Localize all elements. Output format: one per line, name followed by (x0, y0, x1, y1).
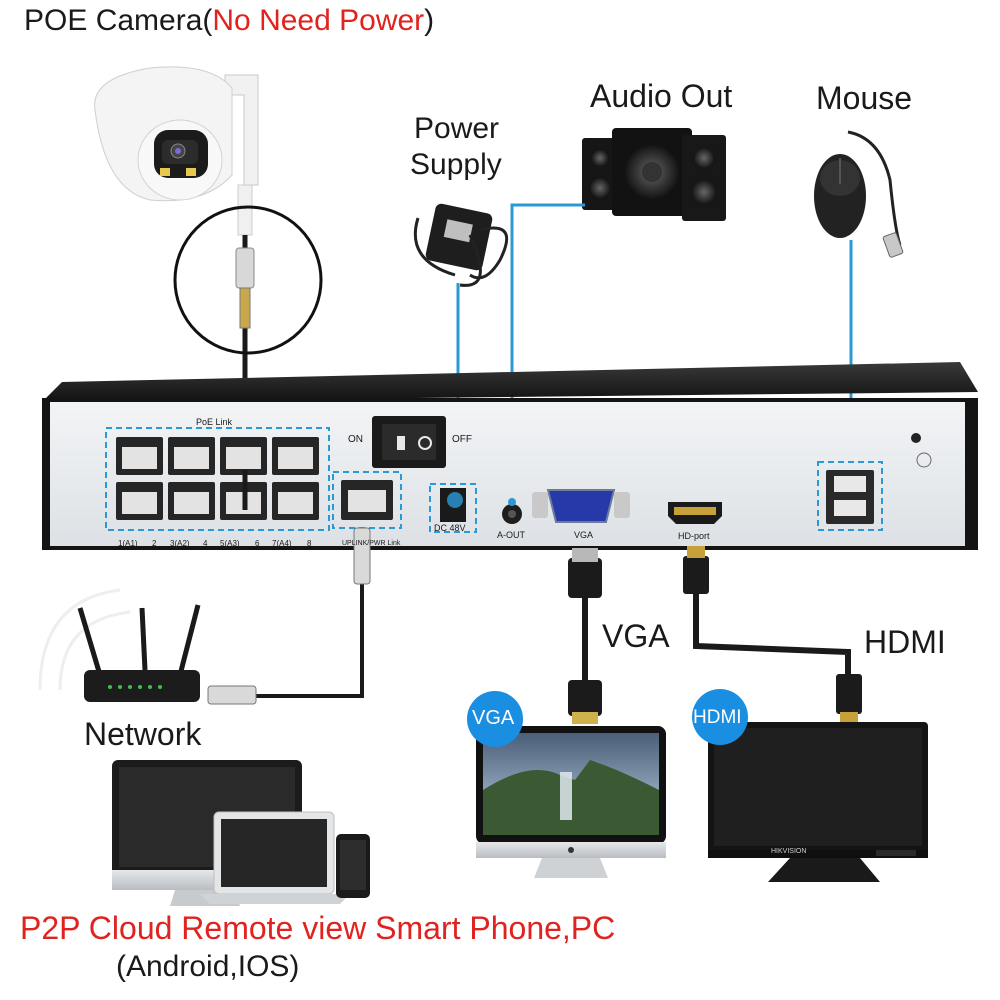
vga-monitor (476, 726, 666, 878)
port-label: 1(A1) (118, 539, 138, 548)
remote-view-label: P2P Cloud Remote view Smart Phone,PC (20, 910, 616, 946)
dome-camera-icon (94, 66, 259, 202)
port-label: 3(A2) (170, 539, 190, 548)
port-label: 2 (152, 539, 157, 548)
hdmi-monitor (708, 722, 928, 882)
mouse-label: Mouse (816, 80, 913, 116)
network-label: Network (84, 716, 202, 752)
camera-title-prefix: POE Camera( (24, 4, 213, 37)
port-label: 6 (255, 539, 260, 548)
dc-label: DC 48V (434, 523, 466, 533)
vga-cable (568, 548, 602, 724)
nvr-recorder (42, 362, 978, 550)
network-plug (207, 685, 257, 705)
port-label: 5(A3) (220, 539, 240, 548)
hdmi-badge-text: HDMI (693, 707, 742, 728)
vga-badge-text: VGA (472, 707, 515, 729)
hdmi-cable (683, 546, 862, 724)
mouse-icon (814, 130, 904, 258)
port-label: 8 (307, 539, 312, 548)
uplink-plug (353, 527, 371, 585)
hdmi-badge-icon (692, 689, 748, 745)
vga-port-label: VGA (574, 530, 594, 540)
poe-group-label: PoE Link (196, 417, 233, 427)
camera-title-highlight: No Need Power (212, 4, 425, 37)
hdmi-cable-label: HDMI (864, 624, 946, 660)
speakers-icon (582, 128, 726, 221)
power-supply-label-line2: Supply (410, 148, 502, 181)
vga-badge-icon (467, 691, 523, 747)
camera-title-suffix: ) (424, 4, 435, 37)
router-icon (38, 588, 201, 702)
switch-off-label: OFF (452, 434, 472, 445)
camera-title: POE Camera(No Need Power) (24, 4, 434, 38)
remote-platforms-label: (Android,IOS) (116, 950, 300, 983)
port-label: 7(A4) (272, 539, 292, 548)
hdmi-port-label: HD-port (678, 531, 710, 541)
power-supply-label-line1: Power (414, 112, 500, 145)
power-adapter-icon (413, 203, 509, 287)
remote-devices-icon (112, 760, 370, 906)
switch-on-label: ON (348, 434, 363, 445)
connector-zoom-circle (173, 205, 323, 355)
audio-out-label: Audio Out (590, 78, 733, 114)
port-label: 4 (203, 539, 208, 548)
aout-label: A-OUT (497, 530, 525, 540)
network-cable (255, 530, 364, 698)
uplink-label: UPLINK/PWR Link (342, 540, 401, 547)
monitor-brand: HIKVISION (771, 848, 807, 855)
vga-cable-label: VGA (602, 618, 670, 654)
